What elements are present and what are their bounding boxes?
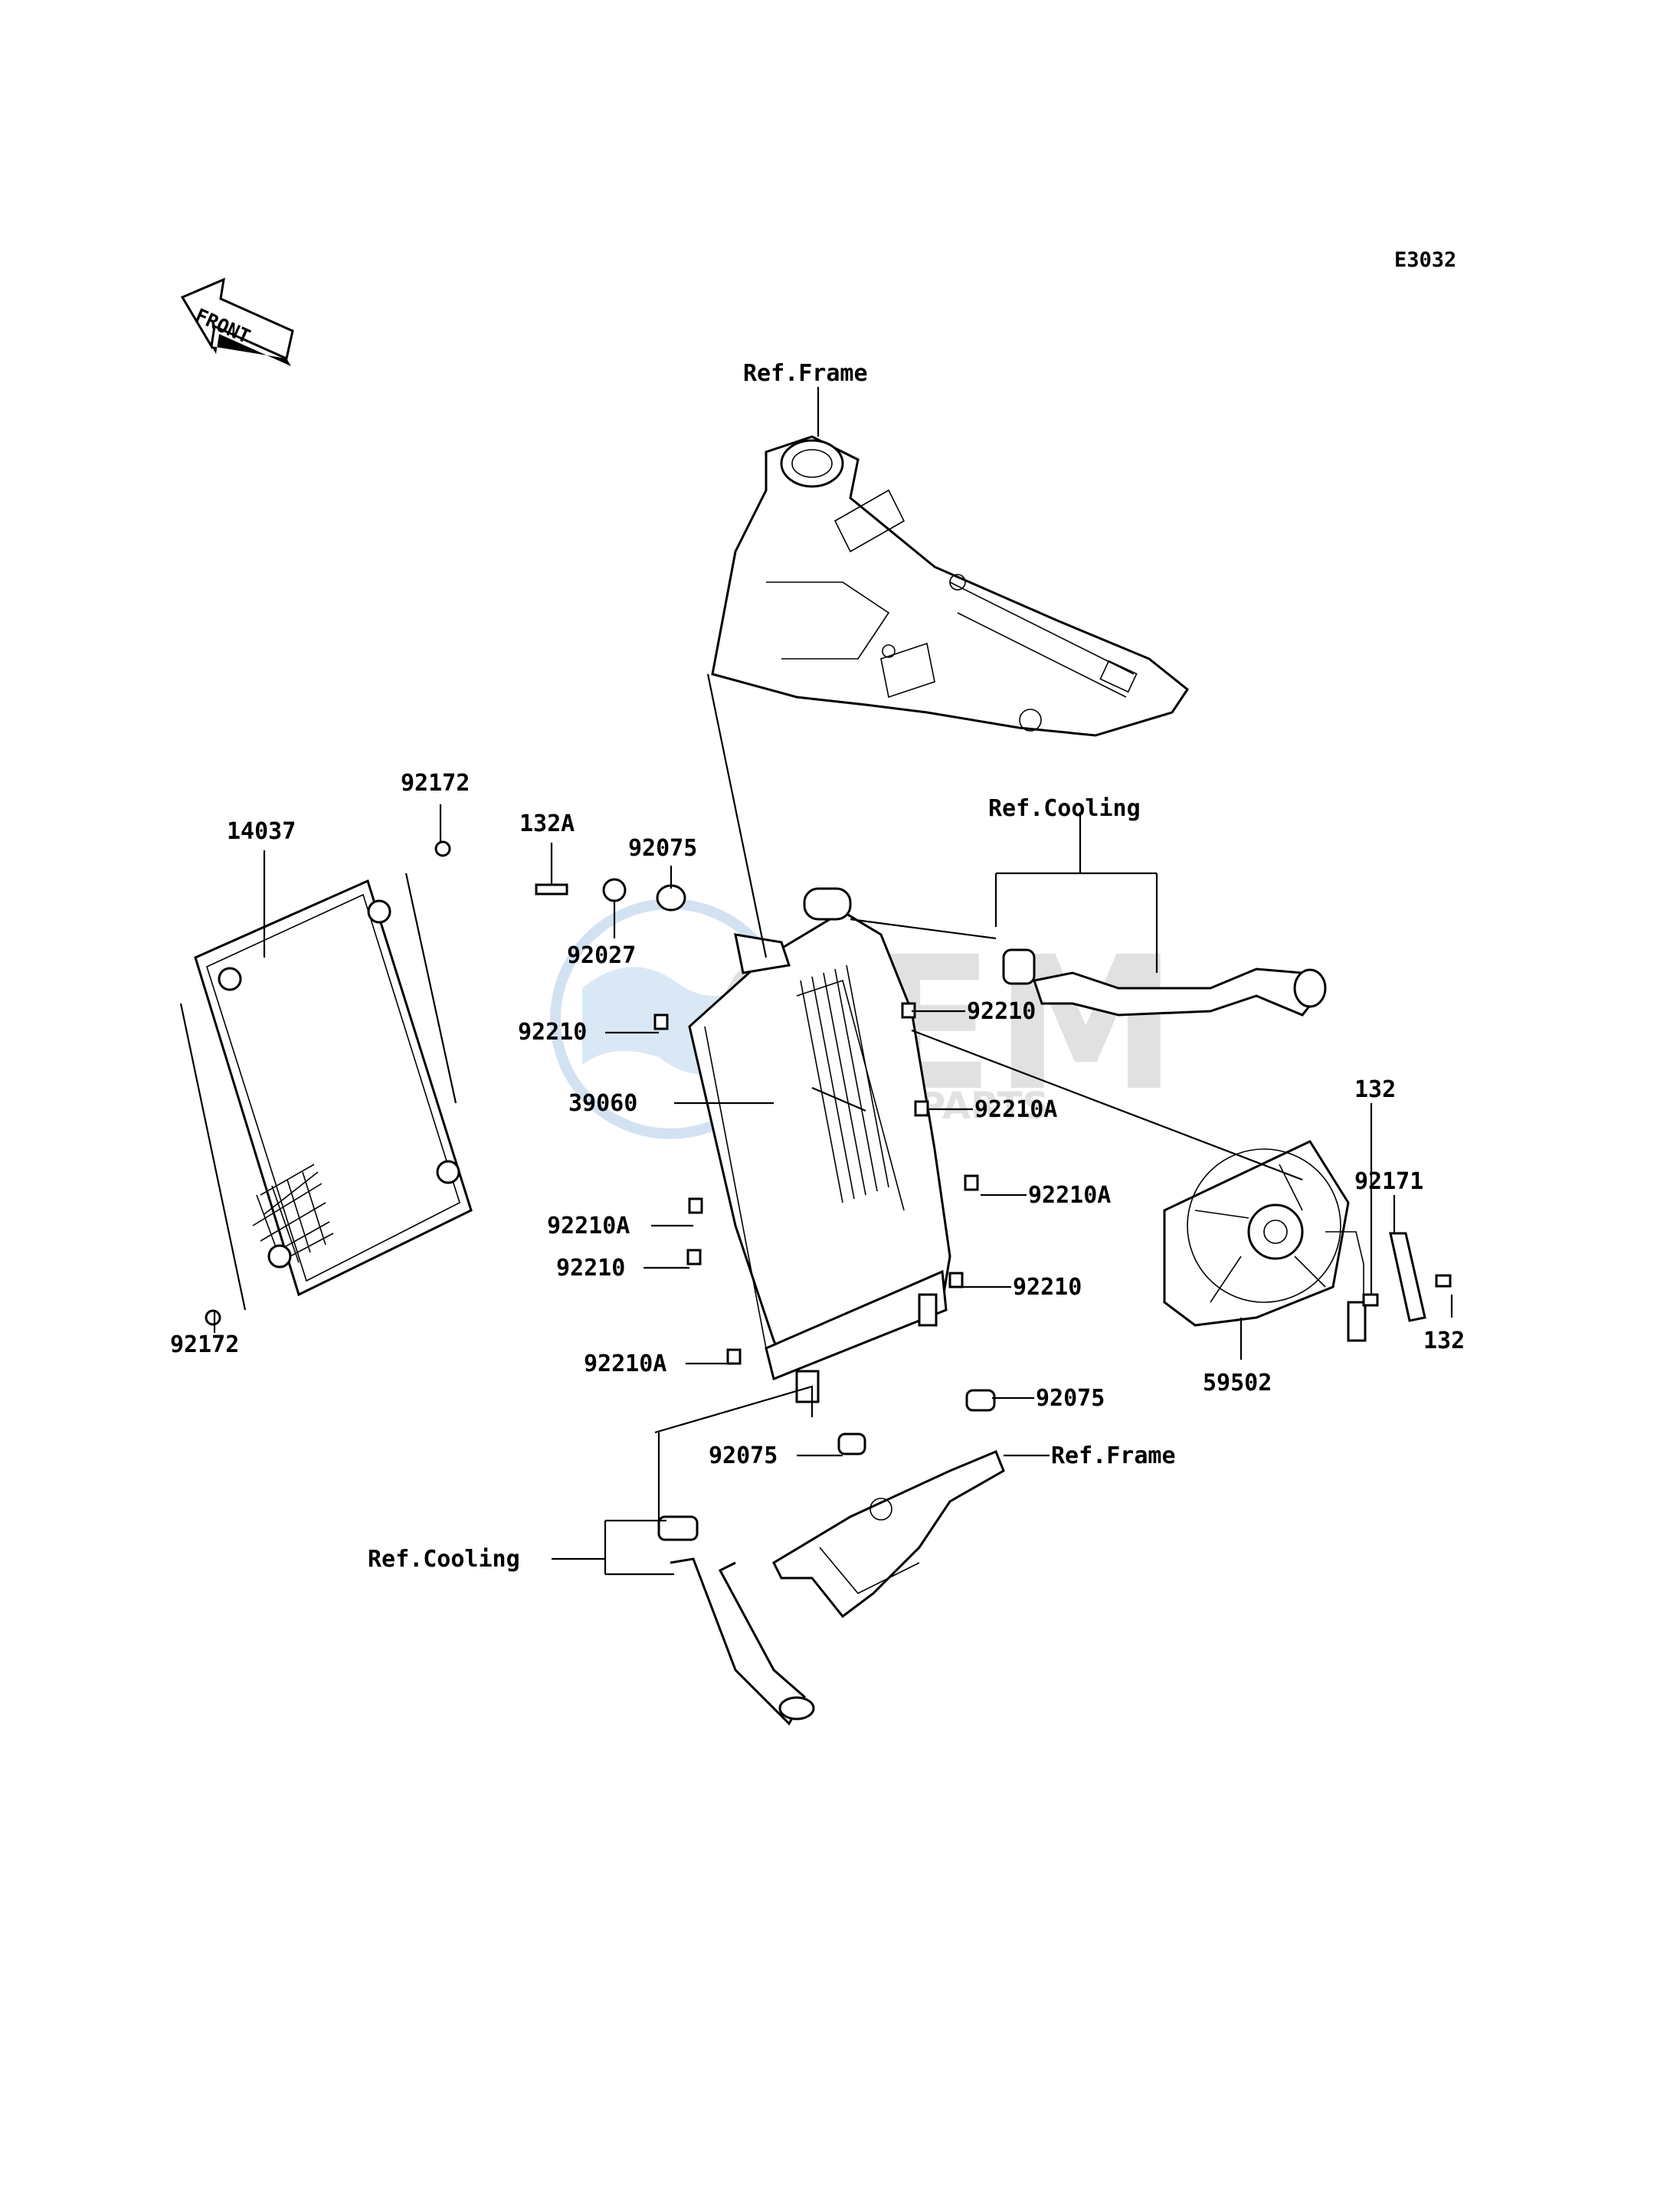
label-ref-cooling-bottom: Ref.Cooling [368,1546,520,1573]
front-arrow-icon: FRONT [180,277,294,366]
label-92210A-right-2: 92210A [1028,1182,1111,1209]
label-ref-frame-top: Ref.Frame [743,360,868,387]
label-92075-right: 92075 [1036,1385,1105,1412]
hardware-parts [205,840,1452,1455]
label-92210-left-2: 92210 [556,1255,625,1282]
nut-92210-ul-icon [653,1013,669,1030]
label-ref-frame-bottom: Ref.Frame [1051,1442,1176,1469]
frame-top-illustration [711,435,1190,737]
label-132A: 132A [519,810,575,837]
frame-bottom-illustration [772,1450,1005,1619]
radiator-screen-14037-illustration [194,879,473,1297]
bolt-132-top-icon [1362,1293,1379,1307]
part-labels: Ref.Frame Ref.Cooling 14037 92172 92172 … [170,360,1465,1573]
screw-92172-bottom-icon [205,1309,221,1326]
label-59502: 59502 [1203,1370,1272,1396]
lower-hose-illustration [657,1515,815,1726]
washer-92027-icon [602,878,627,902]
nut-92210-r3-icon [948,1272,964,1288]
label-92210A-left-1: 92210A [547,1213,630,1239]
nut-92210A-l3-icon [726,1348,742,1365]
fan-assembly-59502-illustration [1163,1140,1426,1342]
label-ref-cooling-top: Ref.Cooling [988,795,1141,822]
label-92210-upper-right: 92210 [967,998,1036,1025]
nut-92210-l2-icon [686,1249,702,1265]
label-92172-bottom: 92172 [170,1331,239,1358]
label-92210-right-3: 92210 [1013,1274,1082,1301]
label-132-top: 132 [1354,1076,1396,1103]
bolt-132-bottom-icon [1435,1274,1452,1288]
grommet-92075-left-icon [837,1432,866,1455]
screw-92172-top-icon [434,840,451,857]
bolt-132A-icon [535,883,568,895]
label-92210A-left-3: 92210A [584,1351,666,1377]
diagram-code: E3032 [1394,248,1456,272]
radiator-illustration [688,887,951,1403]
label-92075-left: 92075 [709,1442,778,1469]
label-92172-top: 92172 [401,770,470,797]
nut-92210A-l1-icon [688,1197,703,1214]
label-92210A-right-1: 92210A [974,1096,1057,1123]
label-92171: 92171 [1354,1168,1423,1195]
label-92075-top: 92075 [628,835,697,862]
nut-92210A-r1-icon [914,1100,929,1117]
label-132-bottom: 132 [1423,1328,1465,1354]
grommet-92075-top-icon [656,884,686,912]
radiator-core-fins [800,964,889,1203]
leader-lines [179,387,1453,1576]
grommet-92075-right-icon [965,1389,996,1412]
label-14037: 14037 [227,818,296,845]
label-39060: 39060 [568,1090,637,1117]
nut-92210A-r2-icon [964,1174,979,1191]
upper-hose-illustration [1002,948,1327,1017]
label-92027: 92027 [567,942,636,969]
label-92210-upper-left: 92210 [518,1019,587,1046]
